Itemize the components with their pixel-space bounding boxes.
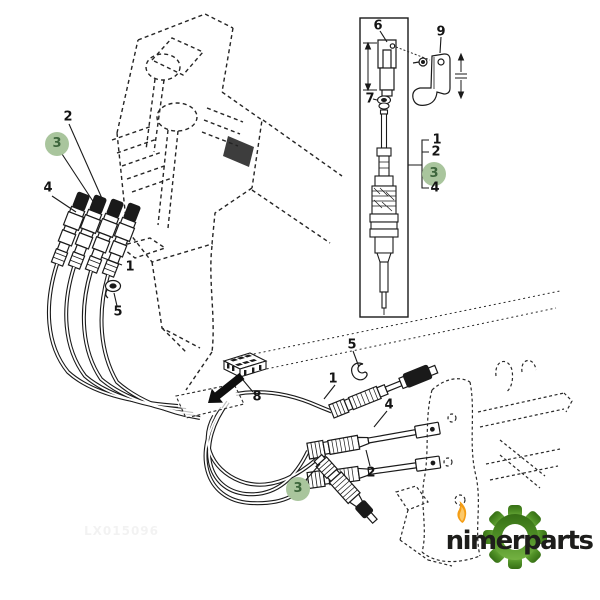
- gear-icon: [483, 505, 547, 569]
- callout-2-bracket: 2: [431, 144, 441, 160]
- connector-block: [222, 352, 268, 378]
- cable-detail-drawing: [369, 109, 399, 315]
- projection-dotted-lines: [243, 290, 561, 373]
- inset-box: [359, 17, 409, 318]
- callout-7-inset: 7: [365, 91, 375, 107]
- lower-cable-3: [313, 453, 378, 525]
- retainer-clip: [351, 362, 368, 381]
- callout-4-lower: 4: [384, 397, 394, 413]
- callout-3-console: 3: [45, 132, 69, 156]
- console-hatched-block: [223, 136, 254, 167]
- console-drawing: [111, 13, 343, 391]
- machinery-dashed: [395, 359, 573, 567]
- cable-runs: [47, 263, 333, 506]
- washer-part: [376, 95, 392, 110]
- callout-3-bracket: 3: [422, 162, 446, 186]
- cable-assemblies-left: [50, 191, 141, 278]
- image-code-watermark: LX015096: [84, 524, 159, 538]
- grommet-part: [104, 279, 122, 299]
- bracket-part: [412, 53, 451, 106]
- callout-4-bracket: 4: [430, 180, 440, 196]
- callout-1-console: 1: [125, 259, 135, 275]
- dimension-arrows-left: [363, 41, 377, 92]
- callout-1-lower: 1: [328, 371, 338, 387]
- callout-6-inset: 6: [373, 18, 383, 34]
- callout-3-lower: 3: [286, 477, 310, 501]
- callout-1-bracket: 1: [432, 132, 442, 148]
- clevis-part: [377, 39, 397, 97]
- callout-2-lower: 2: [366, 465, 376, 481]
- callout-8-block: 8: [252, 389, 262, 405]
- install-arrow: [208, 372, 245, 403]
- callout-9-inset: 9: [436, 24, 446, 40]
- callout-2-console: 2: [63, 109, 73, 125]
- dimension-arrows-right: [455, 52, 467, 100]
- nimerparts-logo-text: nimerparts: [445, 526, 594, 556]
- callout-4-console: 4: [43, 180, 53, 196]
- callout-5-console: 5: [113, 304, 123, 320]
- callout-5-lower: 5: [347, 337, 357, 353]
- lower-cable-assemblies: [306, 362, 442, 525]
- flame-icon: [457, 501, 467, 523]
- lower-cable-1: [328, 364, 439, 419]
- lower-cable-4: [306, 421, 441, 460]
